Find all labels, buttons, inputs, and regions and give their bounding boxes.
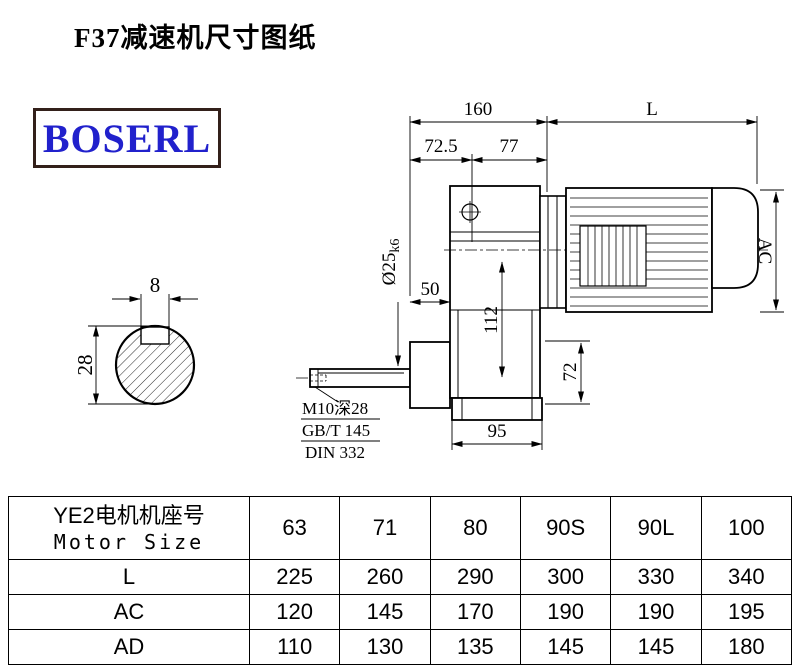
- note-tapped-hole: M10深28: [302, 399, 368, 418]
- page-title: F37减速机尺寸图纸: [74, 23, 317, 53]
- table-row-L: L 225 260 290 300 330 340: [8, 559, 793, 595]
- dim-value: 260: [339, 559, 431, 595]
- ac-dimension: AC: [754, 189, 784, 313]
- adapter-flange: [539, 195, 567, 309]
- motor-view: [444, 187, 768, 313]
- motor-size-label-cn: YE2电机机座号: [53, 503, 205, 529]
- output-hub: [409, 341, 451, 409]
- dim-value: 340: [700, 559, 793, 595]
- dim-value: 145: [339, 594, 431, 630]
- size-header: 80: [429, 496, 521, 560]
- dim-L: L: [646, 99, 658, 120]
- motor-core-lamination: [587, 226, 638, 286]
- motor-size-header-cell: YE2电机机座号 Motor Size: [8, 496, 250, 560]
- dim-AC: AC: [754, 238, 775, 264]
- dim-value: 145: [610, 629, 702, 665]
- mid-dimensions: Ø25k6 50 112 72 95: [379, 239, 590, 450]
- size-header: 90S: [519, 496, 612, 560]
- dim-value: 110: [248, 629, 341, 665]
- bottom-flange: [451, 397, 543, 421]
- table-row-AD: AD 110 130 135 145 145 180: [8, 629, 793, 665]
- dim-shaft-dia: Ø25k6: [379, 239, 403, 286]
- dim-77: 77: [500, 136, 519, 157]
- dim-value: 300: [519, 559, 612, 595]
- dim-160: 160: [464, 99, 493, 120]
- technical-drawing: 8 28: [73, 99, 784, 462]
- table-row-AC: AC 120 145 170 190 190 195: [8, 594, 793, 630]
- dia-main: Ø25: [379, 253, 400, 286]
- top-dimensions: 160 L 72.5 77: [409, 99, 758, 296]
- dim-value: 130: [339, 629, 431, 665]
- dim-value: 190: [519, 594, 612, 630]
- dim-72: 72: [560, 363, 581, 382]
- dim-value: 330: [610, 559, 702, 595]
- size-header: 63: [248, 496, 341, 560]
- dim-value: 195: [700, 594, 793, 630]
- motor-size-label-en: Motor Size: [53, 529, 205, 554]
- dim-72-5: 72.5: [424, 136, 457, 157]
- shaft-end-view: 8 28: [73, 273, 198, 406]
- row-label: AC: [8, 594, 250, 630]
- dim-112: 112: [481, 306, 502, 334]
- size-header: 71: [339, 496, 431, 560]
- dim-keyway-width: 8: [150, 273, 161, 297]
- shaft-notes: M10深28 GB/T 145 DIN 332: [301, 386, 380, 462]
- dim-50: 50: [421, 279, 440, 300]
- dim-value: 180: [700, 629, 793, 665]
- boserl-logo: BOSERL: [33, 108, 221, 168]
- row-label: L: [8, 559, 250, 595]
- dim-value: 190: [610, 594, 702, 630]
- motor-core: [579, 225, 647, 287]
- size-header: 100: [700, 496, 793, 560]
- row-label: AD: [8, 629, 250, 665]
- note-din-standard: DIN 332: [305, 443, 365, 462]
- dim-95: 95: [488, 421, 507, 442]
- gearbox-view: [409, 185, 543, 421]
- dim-value: 290: [429, 559, 521, 595]
- motor-size-table: YE2电机机座号 Motor Size 63 71 80 90S 90L 100…: [8, 496, 793, 665]
- note-gb-standard: GB/T 145: [302, 421, 370, 440]
- dim-shaft-28: 28: [73, 355, 97, 376]
- dim-value: 135: [429, 629, 521, 665]
- motor-end-cap: [711, 187, 759, 289]
- dim-value: 120: [248, 594, 341, 630]
- dim-value: 170: [429, 594, 521, 630]
- dia-tolerance: k6: [388, 239, 403, 253]
- dim-value: 225: [248, 559, 341, 595]
- size-header: 90L: [610, 496, 702, 560]
- keyway: [140, 326, 170, 345]
- table-header-row: YE2电机机座号 Motor Size 63 71 80 90S 90L 100: [8, 496, 793, 560]
- boserl-logo-text: BOSERL: [42, 115, 212, 161]
- housing: [449, 185, 541, 399]
- dim-value: 145: [519, 629, 612, 665]
